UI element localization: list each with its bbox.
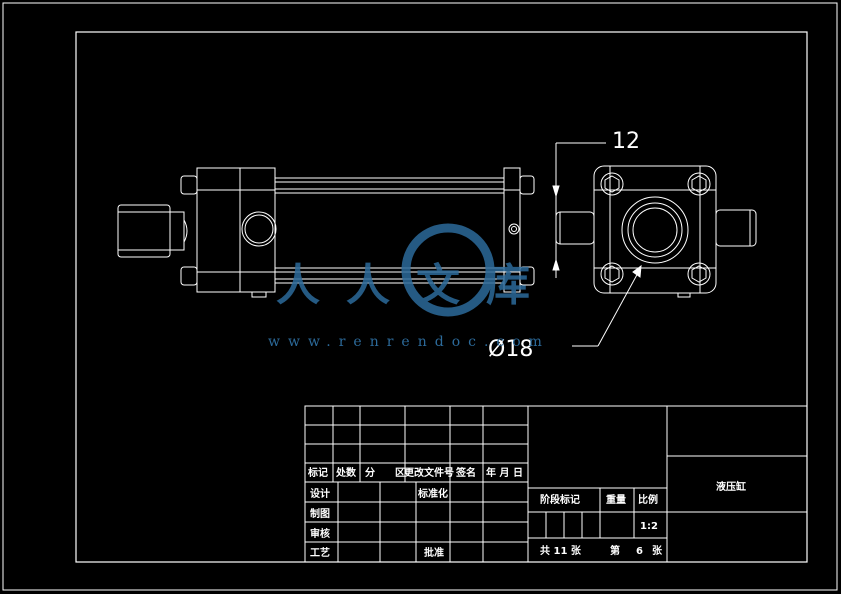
- bolt-head: [180, 175, 198, 195]
- title-block: [304, 405, 808, 563]
- tb-header-zone-a: 分: [365, 466, 375, 479]
- bolt-head: [519, 266, 535, 286]
- tb-standardization: 标准化: [417, 487, 448, 500]
- watermark-logo: 人人文库: [276, 223, 556, 317]
- center-bore: [621, 196, 689, 264]
- corner-bolt: [600, 172, 624, 196]
- tb-header-count: 处数: [335, 466, 357, 479]
- tb-scale-value: 1:2: [640, 521, 658, 532]
- end-view-left-port: [555, 211, 595, 245]
- tb-sheet-number: 6: [636, 546, 643, 557]
- tb-scale-label: 比例: [638, 493, 658, 506]
- bolt-head: [180, 266, 198, 286]
- dimension-diameter-leader: [572, 264, 642, 347]
- tb-drawing: 制图: [310, 507, 330, 520]
- left-port-fitting: [117, 204, 171, 258]
- left-end-cap: [196, 167, 276, 293]
- tb-sheet-suffix: 张: [652, 544, 663, 557]
- tb-stage-mark: 阶段标记: [540, 493, 580, 506]
- dimension-width: [552, 142, 606, 278]
- tb-weight: 重量: [606, 493, 626, 506]
- tb-sheet-prefix: 第: [610, 544, 620, 557]
- tb-design: 设计: [310, 487, 330, 500]
- corner-bolt: [600, 262, 624, 286]
- tb-header-sign: 签名: [455, 466, 476, 479]
- dimension-width-label: 12: [612, 129, 640, 154]
- tb-header-doc-no: 更改文件号: [404, 466, 454, 479]
- front-view: [117, 167, 535, 298]
- corner-bolt: [687, 172, 711, 196]
- tb-header-zone-b: 区: [395, 467, 405, 479]
- watermark-logo-text: 人人文库: [276, 260, 556, 311]
- right-end-cap: [503, 167, 521, 293]
- watermark-url: www.renrendoc.com: [268, 334, 550, 350]
- flange-body: [593, 165, 717, 294]
- side-port: [241, 211, 277, 247]
- tb-header-mark: 标记: [307, 466, 328, 479]
- end-view: [555, 165, 757, 298]
- corner-bolt: [687, 262, 711, 286]
- tb-sheets-total: 共 11 张: [540, 544, 582, 557]
- tb-review: 审核: [310, 527, 330, 540]
- dimension-diameter-label: Ø18: [488, 337, 533, 362]
- tb-part-name: 液压缸: [716, 480, 746, 493]
- tb-approval: 批准: [424, 546, 444, 559]
- tb-header-date: 年 月 日: [486, 466, 523, 479]
- bolt-head: [519, 175, 535, 195]
- tb-process: 工艺: [310, 546, 330, 559]
